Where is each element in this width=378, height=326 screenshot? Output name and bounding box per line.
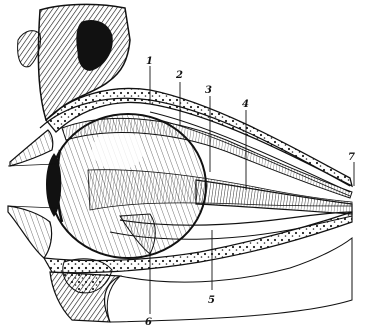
label-2: 2 xyxy=(175,70,183,81)
upper-eyelid xyxy=(10,130,53,166)
label-4: 4 xyxy=(242,99,249,110)
cornea xyxy=(47,154,61,216)
label-6: 6 xyxy=(145,317,152,326)
label-1: 1 xyxy=(146,56,153,67)
label-7: 7 xyxy=(348,152,355,163)
label-3: 3 xyxy=(205,85,212,96)
label-5: 5 xyxy=(208,295,215,306)
lower-eyelid xyxy=(8,206,52,258)
